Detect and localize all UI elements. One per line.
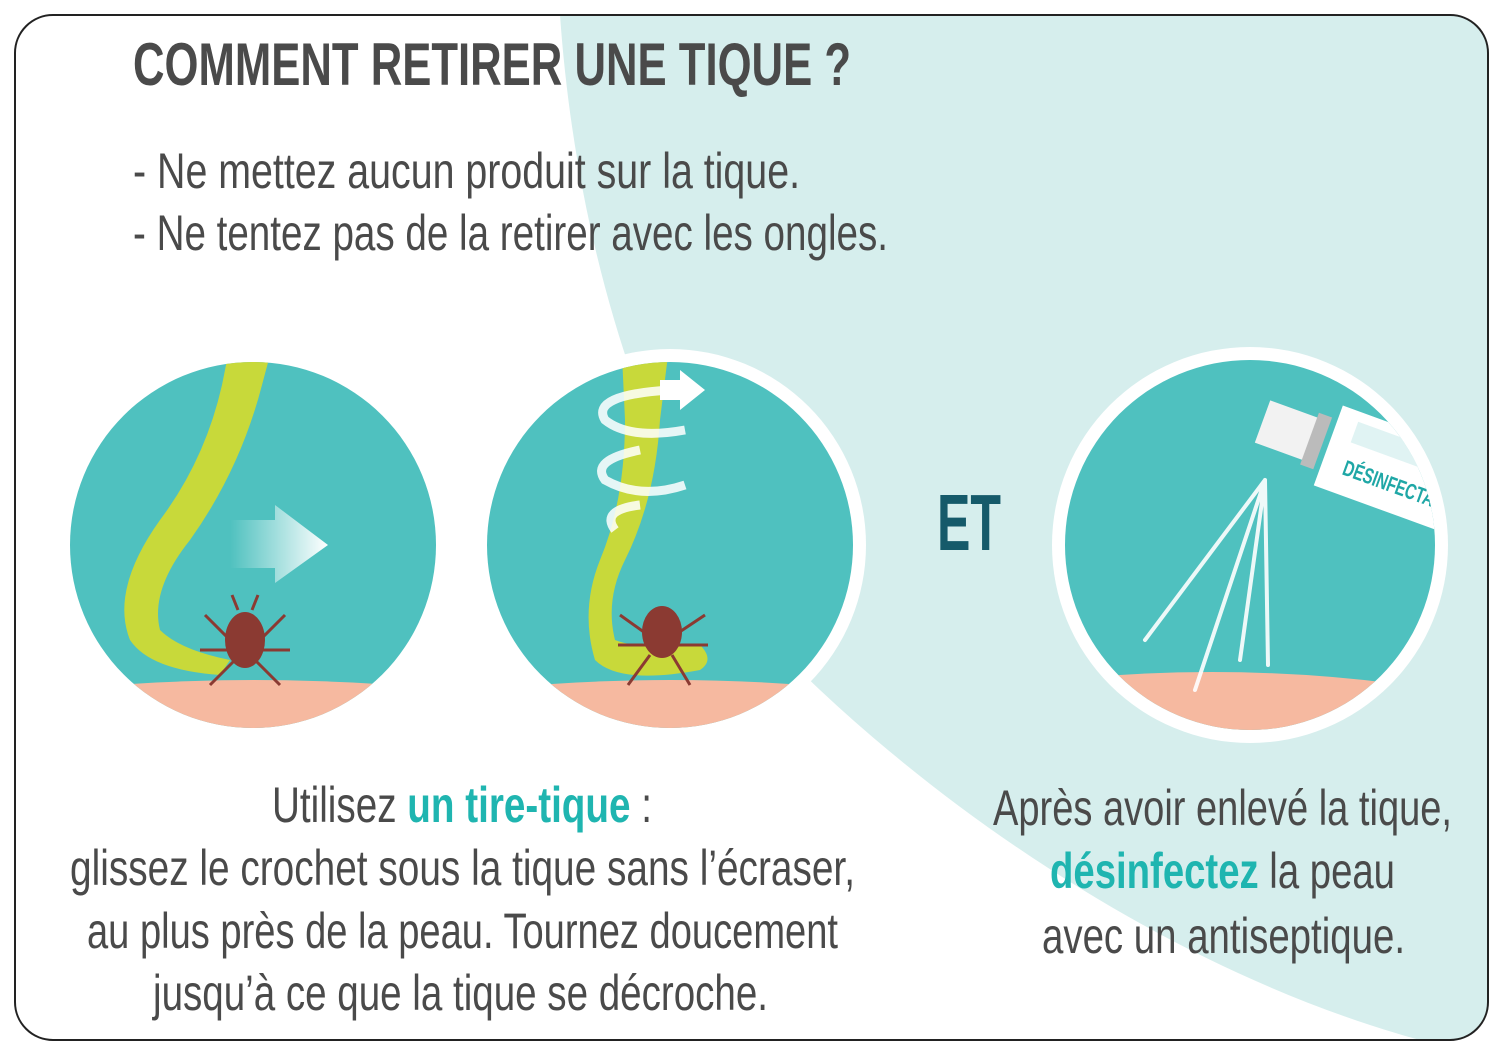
background-arc bbox=[560, 15, 1488, 1040]
illustration-disinfect: DÉSINFECTAI bbox=[1052, 347, 1448, 743]
rotation-arrow-icon bbox=[597, 385, 687, 533]
arrow-right-icon bbox=[660, 370, 705, 410]
warning-1: - Ne mettez aucun produit sur la tique. bbox=[133, 143, 800, 199]
step2-line-3: avec un antiseptique. bbox=[1042, 908, 1405, 964]
warning-2: - Ne tentez pas de la retirer avec les o… bbox=[133, 205, 888, 261]
arrow-right-icon bbox=[230, 505, 328, 583]
step2-line-1: Après avoir enlevé la tique, bbox=[993, 780, 1452, 836]
step1-line-1: glissez le crochet sous la tique sans l’… bbox=[70, 840, 855, 896]
step2-line-2-rest: la peau bbox=[1259, 843, 1395, 899]
connector-et: ET bbox=[937, 478, 1001, 567]
tick-remover-tool bbox=[124, 362, 270, 675]
tick-remover-tool bbox=[588, 362, 708, 676]
tick-icon bbox=[200, 594, 290, 687]
step1-intro-text: Utilisez bbox=[272, 777, 407, 833]
step2-highlight: désinfectez bbox=[1050, 843, 1259, 899]
step1-intro-colon: : bbox=[631, 777, 652, 833]
step1-line-3: jusqu’à ce que la tique se décroche. bbox=[151, 965, 768, 1021]
step2-line-2: désinfectez la peau bbox=[1050, 843, 1395, 899]
page-title: COMMENT RETIRER UNE TIQUE ? bbox=[133, 31, 851, 98]
step1-highlight: un tire-tique bbox=[407, 777, 630, 833]
spray-mist bbox=[1143, 478, 1270, 692]
illustration-hook-twist bbox=[474, 349, 866, 741]
card-border bbox=[14, 14, 1489, 1041]
step1-intro: Utilisez un tire-tique : bbox=[272, 777, 652, 833]
step1-line-2: au plus près de la peau. Tournez douceme… bbox=[87, 903, 838, 959]
tick-icon bbox=[642, 606, 682, 658]
